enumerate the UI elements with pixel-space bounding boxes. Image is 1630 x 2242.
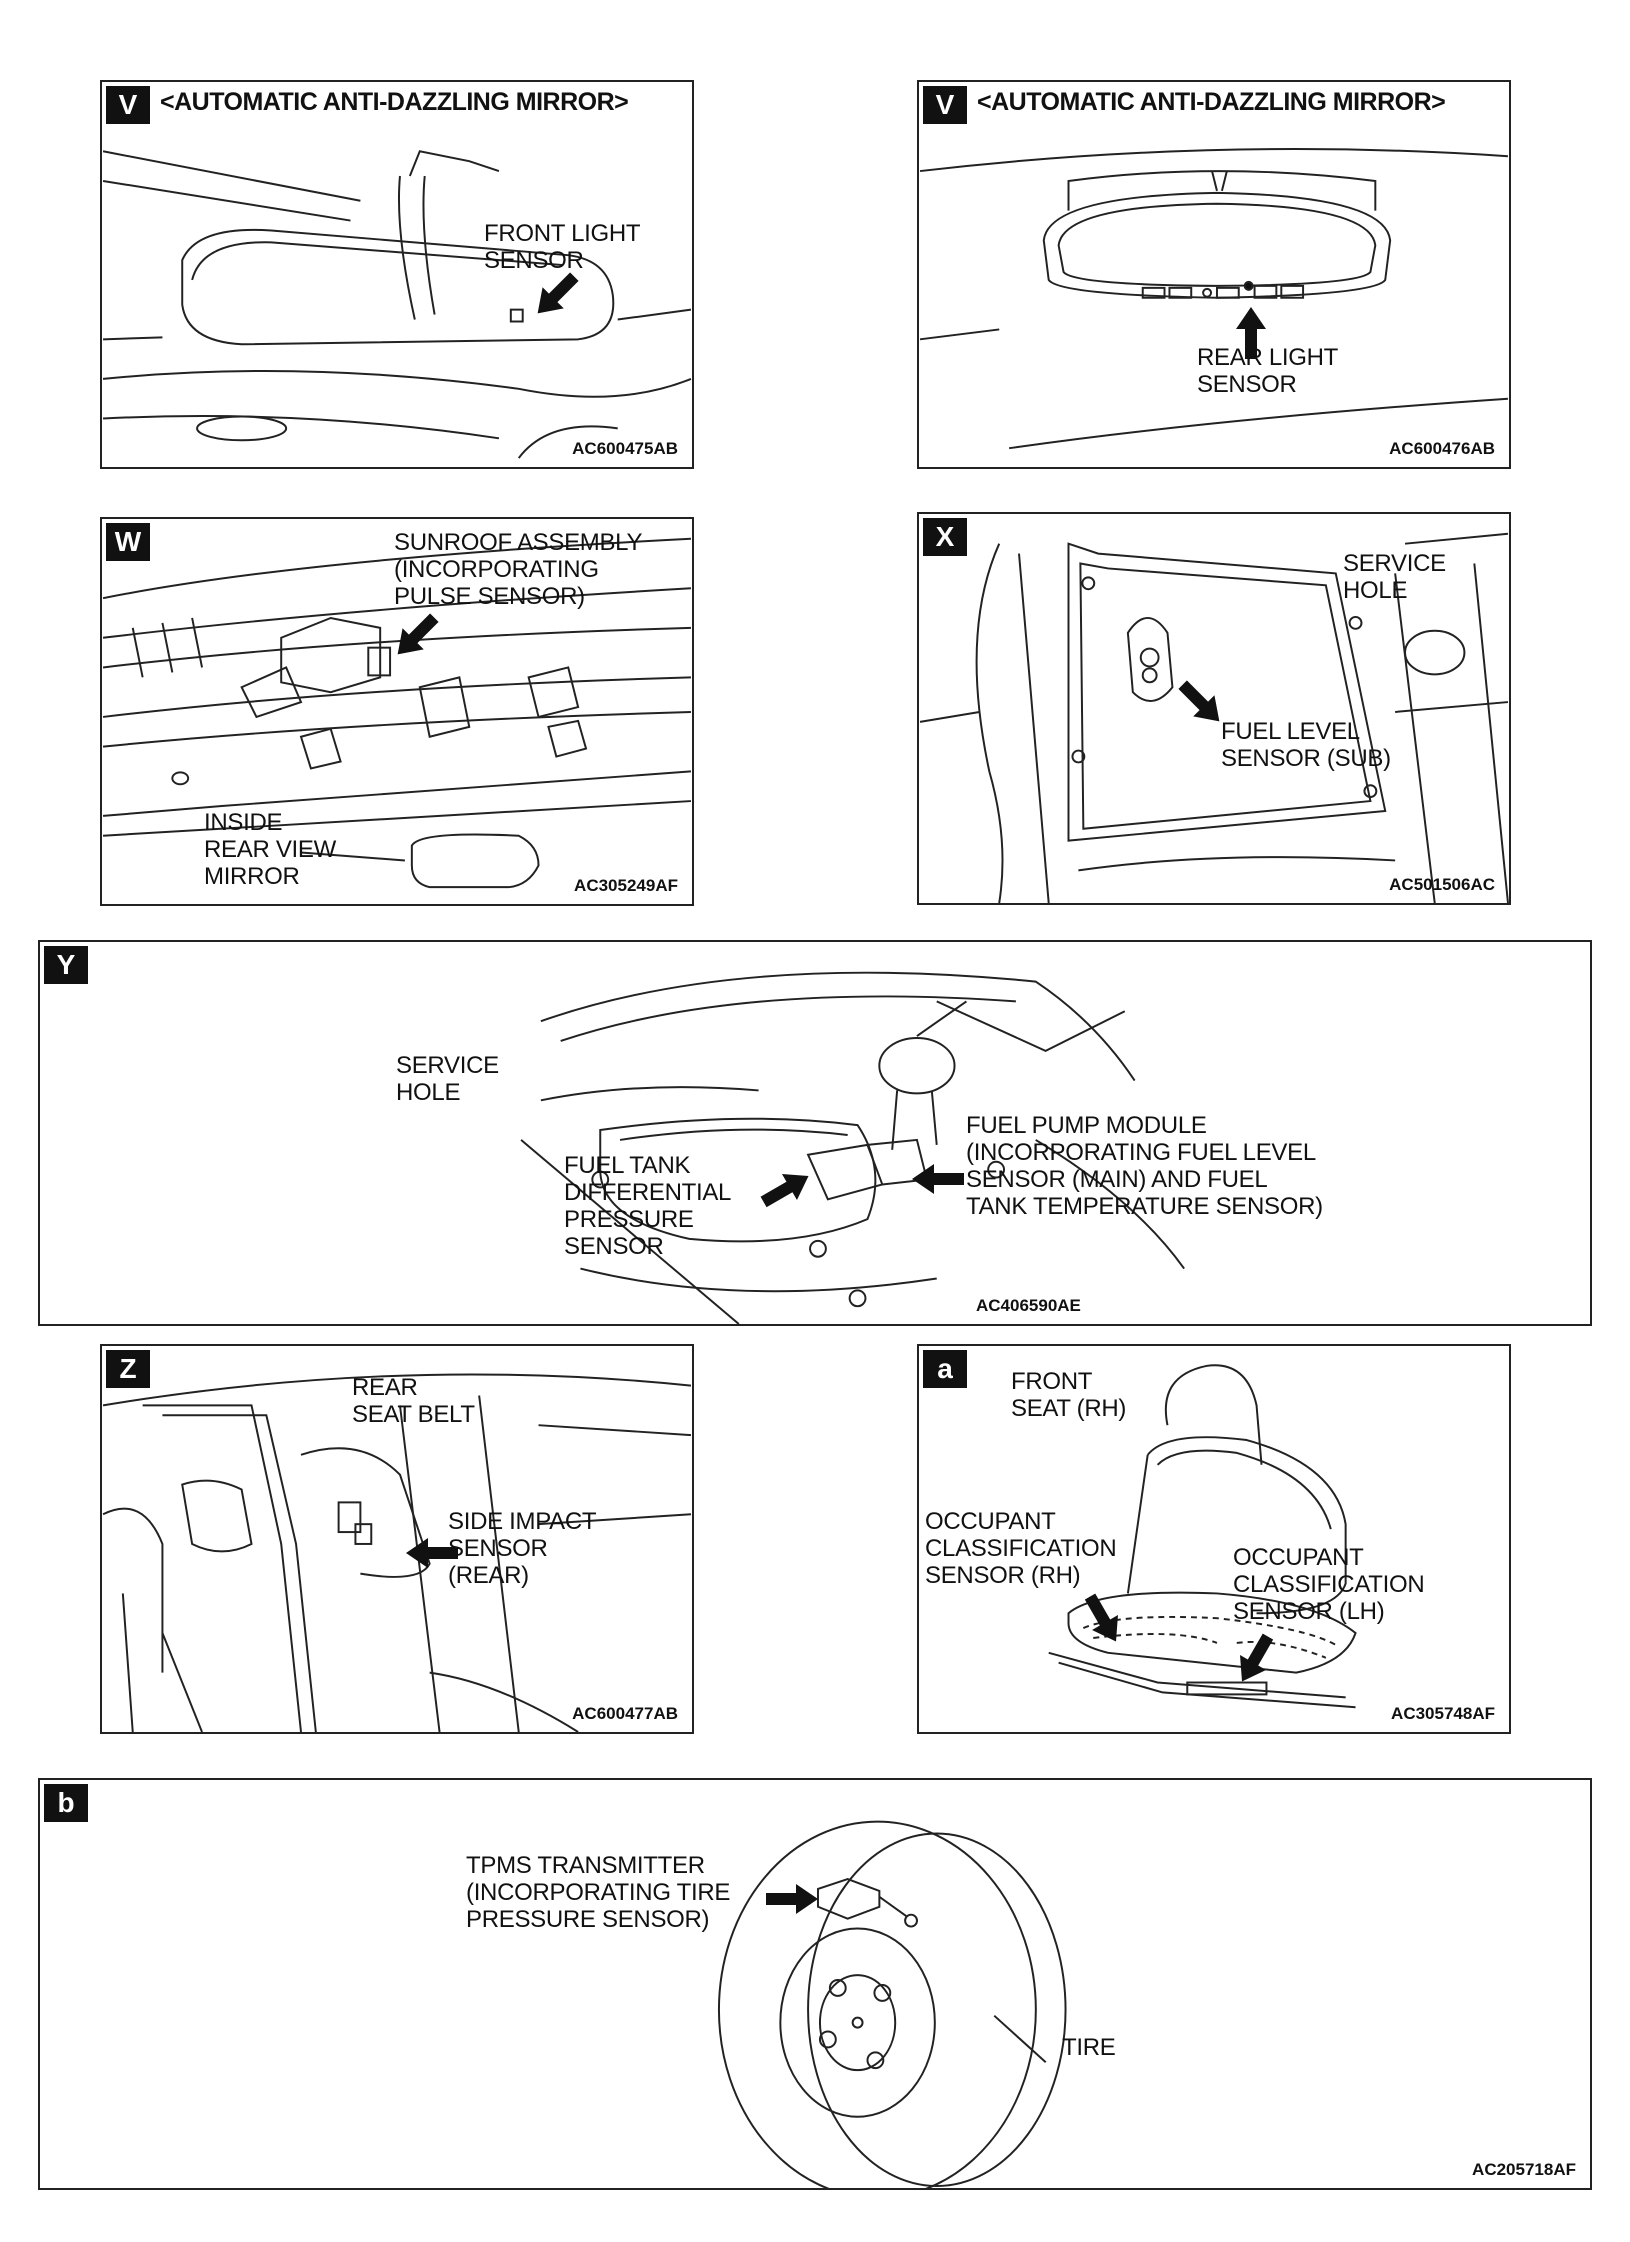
arrow-icon [912,1164,964,1194]
panel-badge: W [106,523,150,561]
fuel-pump-illustration [520,971,1185,1324]
panel-badge: V [106,86,150,124]
figure-code: AC600476AB [1389,439,1495,458]
panel-badge: Y [44,946,88,984]
figure-code: AC501506AC [1389,875,1495,894]
tpms-transmitter-label: TPMS TRANSMITTER (INCORPORATING TIRE PRE… [466,1852,731,1933]
inside-rear-view-mirror-label: INSIDE REAR VIEW MIRROR [204,809,336,890]
tire-label: TIRE [1062,2034,1116,2061]
mirror-front-illustration [102,150,692,459]
panel-badge: Z [106,1350,150,1388]
figure-code: AC600477AB [572,1704,678,1723]
panel-z-side-impact-sensor: Z REAR SEAT BELT SIDE IMPACT SENSOR (REA… [100,1344,694,1734]
panel-badge: a [923,1350,967,1388]
panel-x-fuel-level-sub: X SERVICE HOLE FUEL LEVEL SENSOR (SUB) A… [917,512,1511,905]
front-light-sensor-label: FRONT LIGHT SENSOR [484,220,641,274]
panel-title: <AUTOMATIC ANTI-DAZZLING MIRROR> [160,88,629,116]
front-seat-rh-label: FRONT SEAT (RH) [1011,1368,1127,1422]
fuel-tank-differential-pressure-sensor-label: FUEL TANK DIFFERENTIAL PRESSURE SENSOR [564,1152,732,1260]
panel-w-sunroof: W SUNROOF ASSEMBLY (INCORPORATING PULSE … [100,517,694,906]
figure-code: AC305748AF [1391,1704,1495,1723]
fuel-level-sensor-sub-label: FUEL LEVEL SENSOR (SUB) [1221,718,1391,772]
front-seat-illustration [1048,1364,1357,1709]
panel-v-front-light-sensor: V <AUTOMATIC ANTI-DAZZLING MIRROR> FRONT… [100,80,694,469]
rear-light-sensor-label: REAR LIGHT SENSOR [1197,344,1339,398]
figure-code: AC406590AE [976,1296,1081,1315]
side-impact-illustration [102,1373,692,1732]
side-impact-sensor-rear-label: SIDE IMPACT SENSOR (REAR) [448,1508,597,1589]
figure-code: AC305249AF [574,876,678,895]
mirror-rear-illustration [919,148,1509,450]
occupant-classification-sensor-lh-label: OCCUPANT CLASSIFICATION SENSOR (LH) [1233,1544,1425,1625]
panel-badge: V [923,86,967,124]
panel-badge: X [923,518,967,556]
sunroof-illustration [102,537,692,889]
panel-b-tpms: b TPMS TRANSMITTER (INCORPORATING TIRE P… [38,1778,1592,2190]
figure-code: AC205718AF [1472,2160,1576,2179]
panel-badge: b [44,1784,88,1822]
tire-illustration [717,1820,1067,2188]
service-hole-label: SERVICE HOLE [1343,550,1446,604]
rear-seat-belt-label: REAR SEAT BELT [352,1374,475,1428]
service-hole-label: SERVICE HOLE [396,1052,499,1106]
figure-code: AC600475AB [572,439,678,458]
panel-v-rear-light-sensor: V <AUTOMATIC ANTI-DAZZLING MIRROR> REAR … [917,80,1511,469]
occupant-classification-sensor-rh-label: OCCUPANT CLASSIFICATION SENSOR (RH) [925,1508,1117,1589]
sunroof-assembly-label: SUNROOF ASSEMBLY (INCORPORATING PULSE SE… [394,529,643,610]
fuel-pump-module-label: FUEL PUMP MODULE (INCORPORATING FUEL LEV… [966,1112,1323,1220]
panel-title: <AUTOMATIC ANTI-DAZZLING MIRROR> [977,88,1446,116]
fuel-level-sub-illustration [919,532,1509,903]
panel-y-fuel-pump-module: Y SERVICE HOLE FUEL PUMP MODULE (INCORPO… [38,940,1592,1326]
arrow-icon [766,1884,818,1914]
panel-a-occupant-classification: a FRONT SEAT (RH) OCCUPANT CLASSIFICATIO… [917,1344,1511,1734]
